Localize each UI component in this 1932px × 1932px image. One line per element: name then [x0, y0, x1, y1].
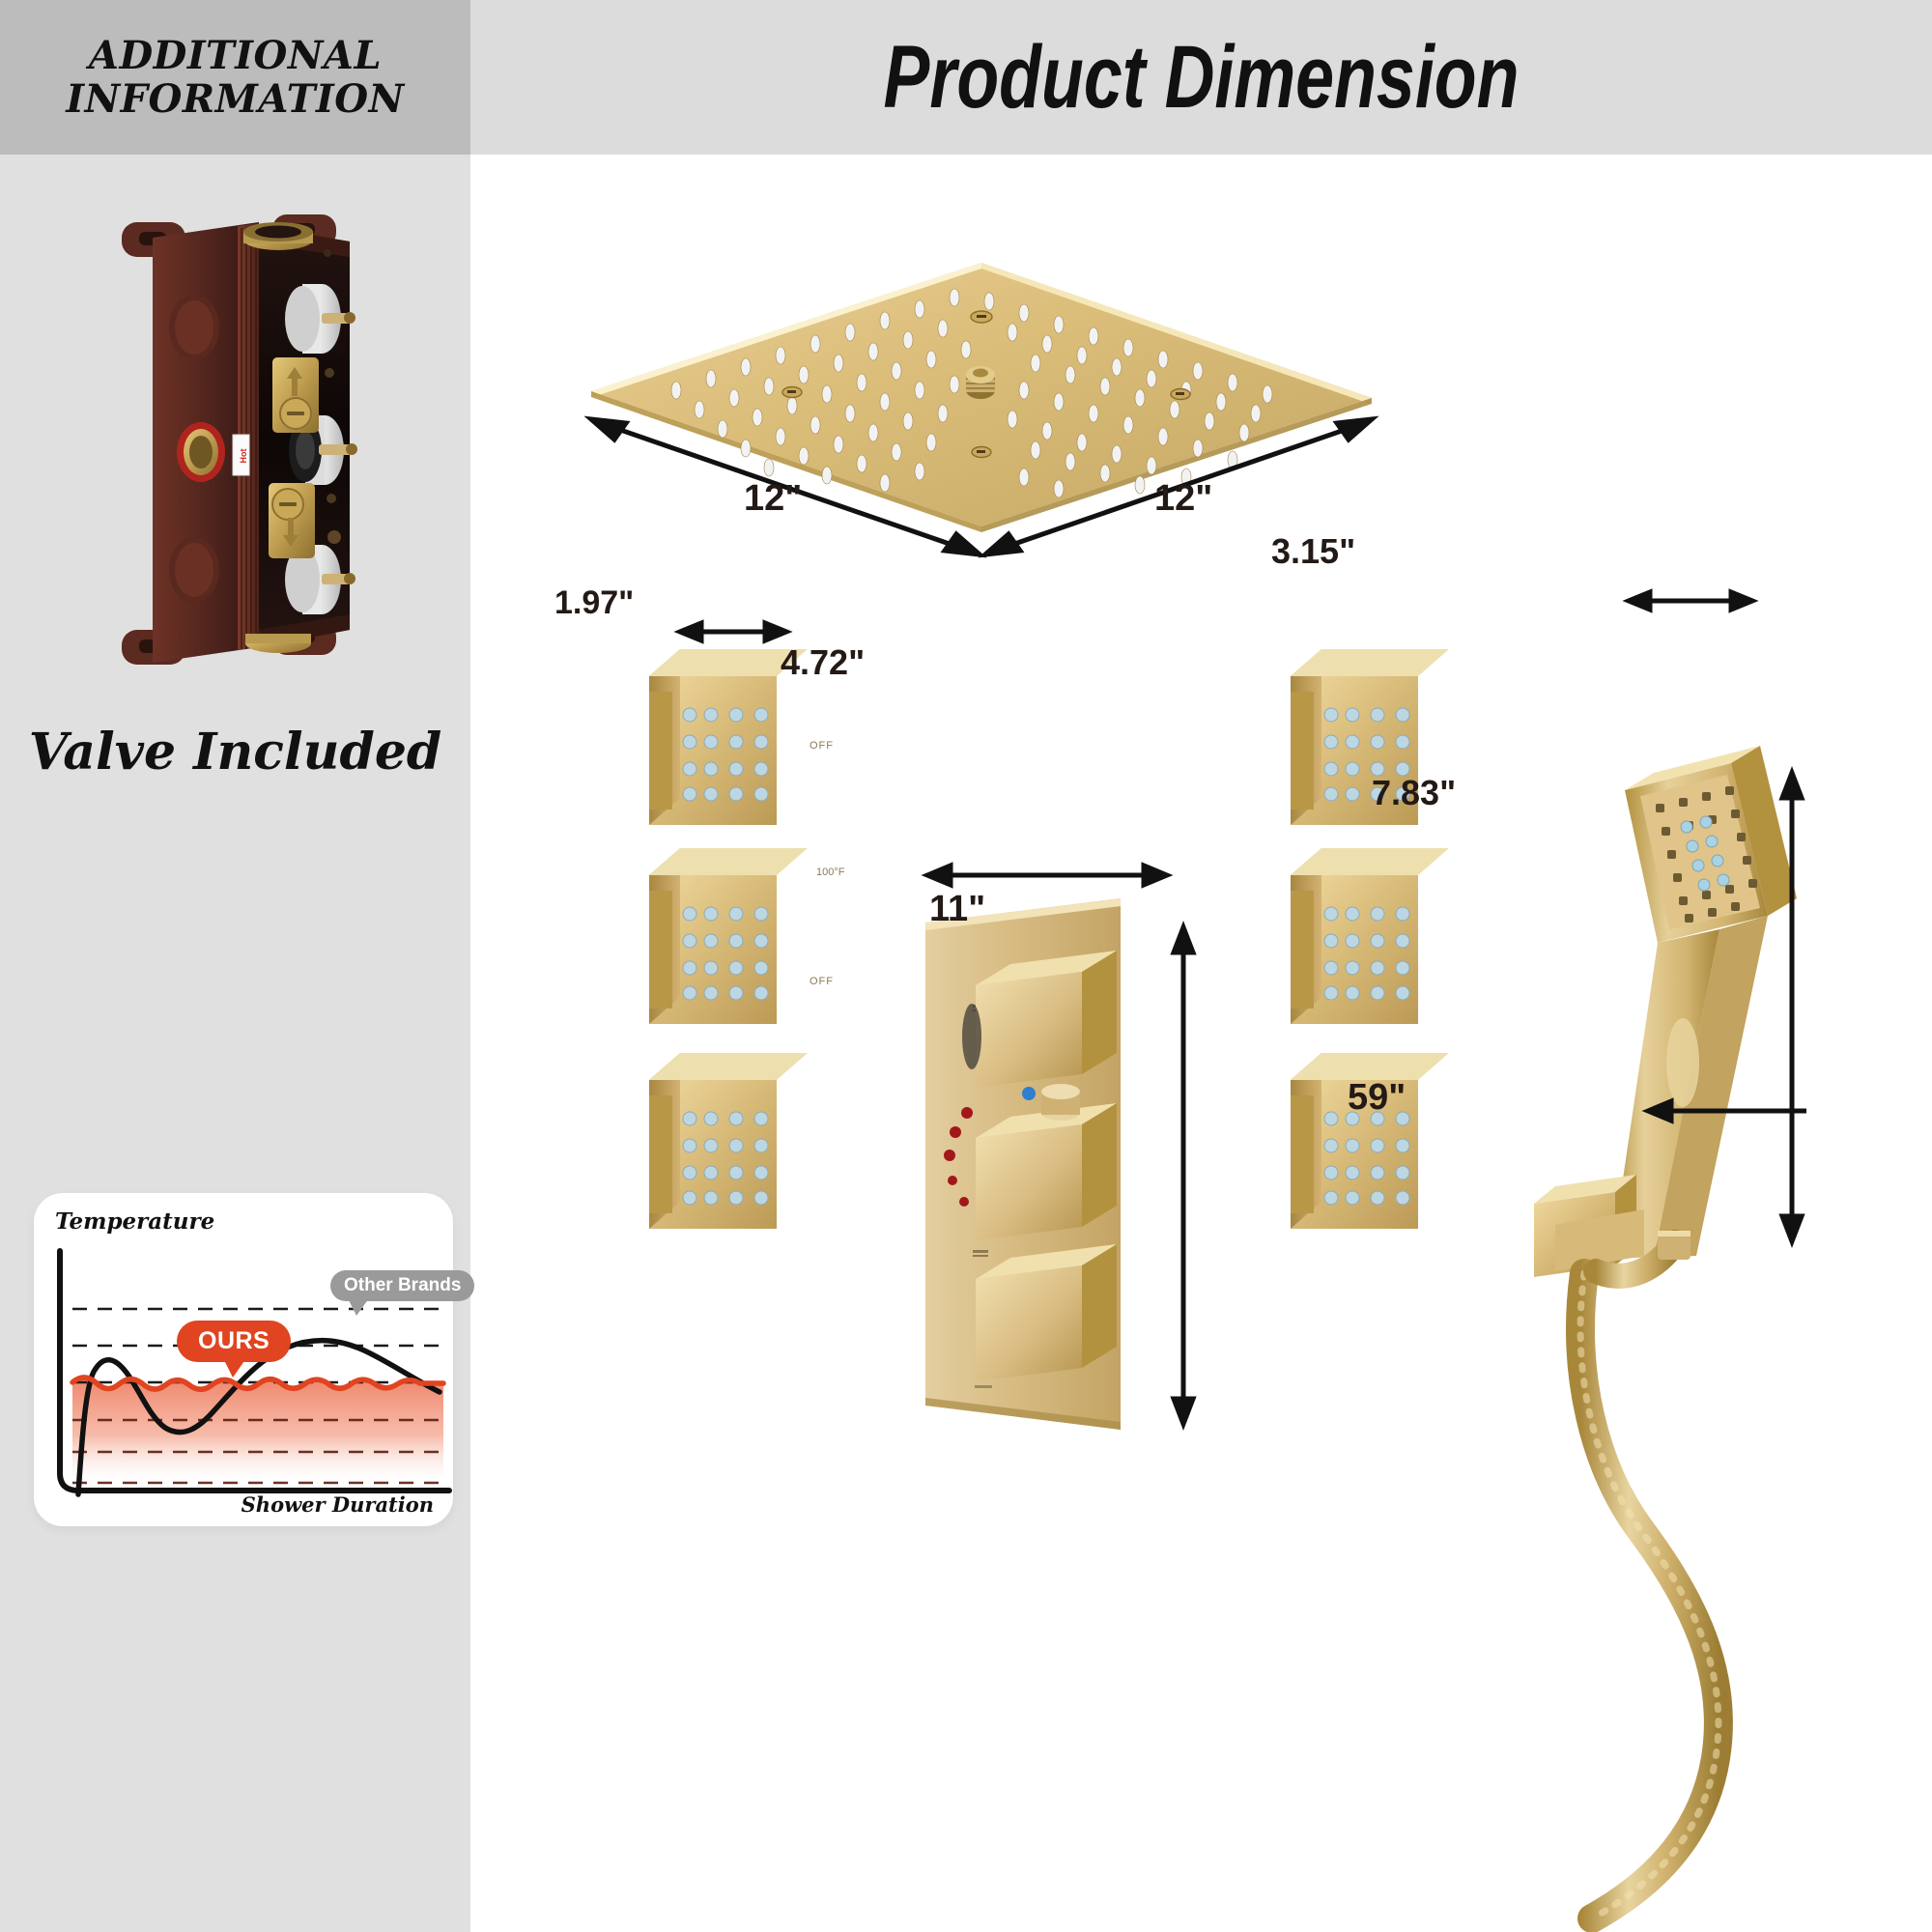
dimension-label-handheld-width: 3.15" [1271, 531, 1356, 571]
chart-gridlines-lower [72, 1418, 449, 1485]
dimension-label-body-jet-width: 1.97" [554, 584, 635, 621]
dimension-label-valve-panel-width: 4.72" [781, 642, 866, 682]
valve-image: Hot [97, 193, 386, 696]
svg-text:Hot: Hot [239, 449, 248, 464]
valve-check-brass-upper [272, 357, 319, 433]
valve-hot-sticker: Hot [232, 434, 250, 476]
valve-inlet-port [177, 422, 225, 482]
valve-panel-temperature-label: 100°F [816, 867, 845, 878]
ours-area-fill [72, 1378, 443, 1483]
page-header: ADDITIONAL INFORMATION Product Dimension [0, 0, 1932, 155]
chart-ylabel: Temperature [55, 1208, 215, 1235]
additional-information-line2: INFORMATION [66, 75, 405, 122]
product-dimension-panel [470, 155, 1932, 1932]
additional-information-panel: Hot [0, 155, 475, 1932]
header-right-band [470, 0, 1932, 155]
valve-top-collar [243, 222, 313, 250]
valve-cartridge-middle [289, 415, 357, 485]
valve-panel-off-label-top: OFF [810, 740, 834, 752]
header-left-band [0, 0, 470, 155]
dimension-label-rain-head-depth: 12" [1154, 478, 1213, 519]
dimension-label-rain-head-width: 12" [744, 478, 803, 519]
valve-bottom-collar [245, 634, 311, 653]
other-brands-badge: Other Brands [330, 1270, 475, 1316]
other-brands-curve [75, 1337, 442, 1497]
valve-panel-off-label-bottom: OFF [810, 976, 834, 987]
additional-information-title: ADDITIONAL INFORMATION [0, 33, 470, 122]
dimension-label-handheld-height: 7.83" [1372, 773, 1457, 812]
page-title: Product Dimension [883, 28, 1520, 127]
valve-included-caption: Valve Included [28, 723, 442, 781]
temperature-stability-chart: Temperature [34, 1193, 475, 1526]
dimension-label-hose-length: 59" [1348, 1077, 1406, 1118]
additional-information-line1: ADDITIONAL [88, 33, 383, 78]
valve-cartridge-top [285, 284, 355, 354]
dimension-label-valve-panel-height: 11" [929, 889, 986, 929]
valve-check-brass-lower [269, 483, 315, 558]
ours-curve [70, 1375, 446, 1392]
ours-badge: OURS [177, 1321, 292, 1378]
chart-xlabel: Shower Duration [241, 1492, 434, 1517]
valve-cartridge-bottom [285, 545, 355, 614]
